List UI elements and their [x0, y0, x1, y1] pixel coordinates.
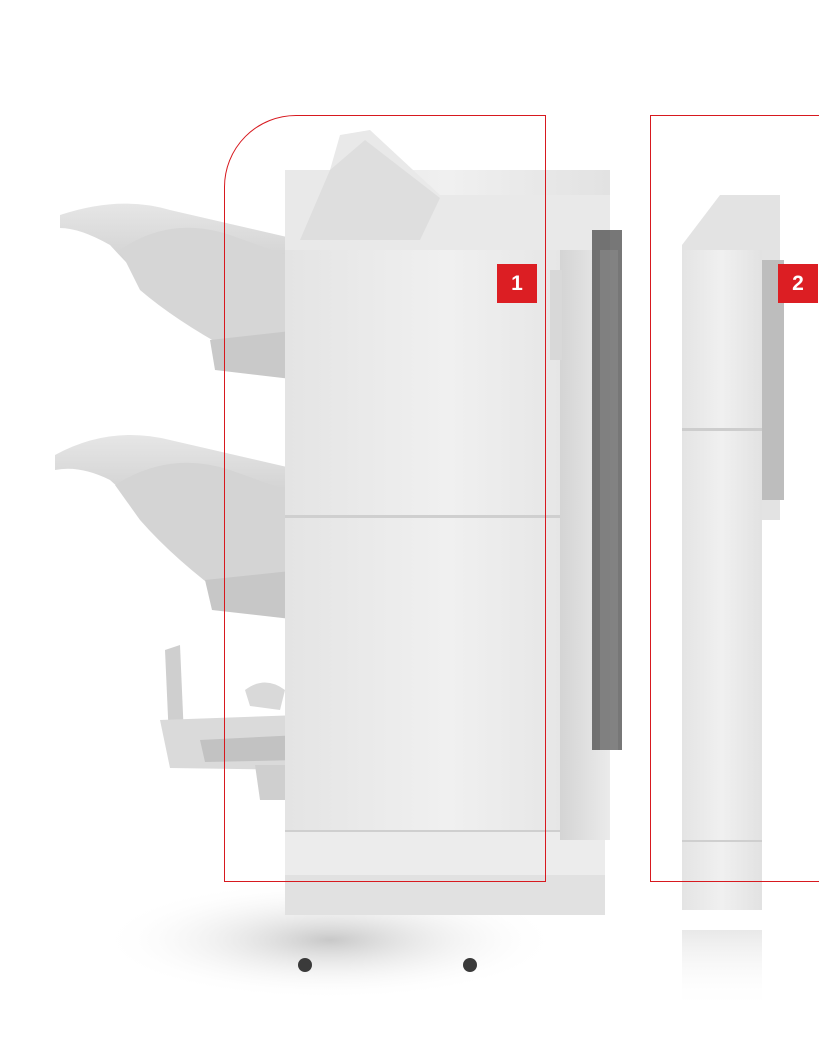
- callout-frame-2: [650, 115, 819, 882]
- callout-frame-1: [224, 115, 546, 882]
- lower-output-tray: [55, 435, 300, 620]
- callout-badge-1: 1: [497, 264, 537, 303]
- booklet-tray: [160, 645, 300, 800]
- upper-output-tray: [60, 203, 300, 380]
- main-finisher-cabinet: [285, 130, 622, 972]
- callout-badge-2: 2: [778, 264, 818, 303]
- inserter-module: [682, 195, 784, 1010]
